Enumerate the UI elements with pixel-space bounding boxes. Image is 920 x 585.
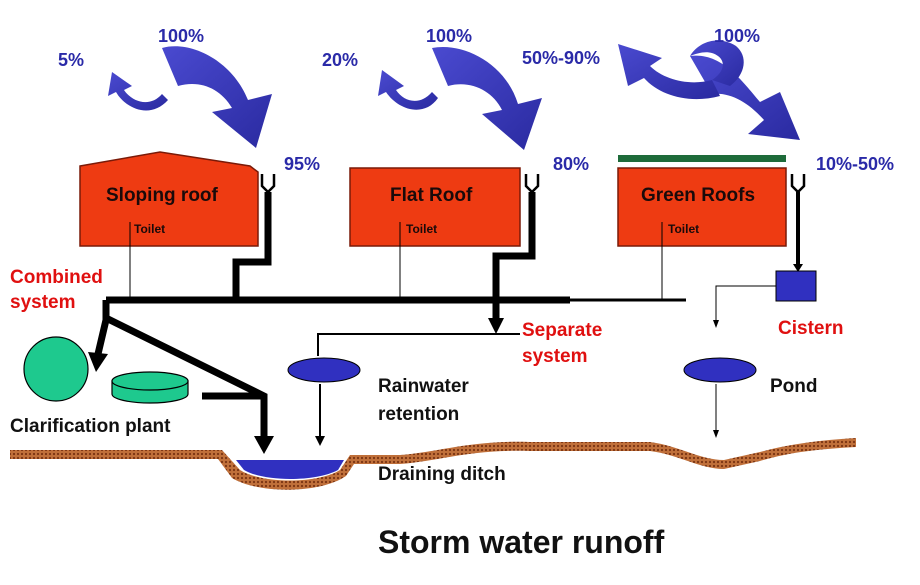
combined-system-label-line1: Combined [10,267,103,288]
green-evap-arrow [618,40,744,100]
clarification-tank-round [23,336,89,402]
flat-evap-arrow [378,70,438,110]
sloping-evap-arrow [108,72,168,111]
sloping-runoff-percent: 95% [284,154,320,174]
ground-surface [10,438,856,490]
toilet-label: Toilet [668,222,699,236]
sloping-rain-percent: 100% [158,26,204,46]
flat-roof-building: Flat Roof Toilet [349,167,521,247]
flat-evaporation-percent: 20% [322,50,358,70]
separate-system-label-line2: system [522,346,588,367]
green-roof-strip [618,155,786,162]
rainwater-retention-pond [287,357,361,383]
green-roof-building: Green Roofs Toilet [617,155,787,247]
ditch-water [236,460,344,479]
retention-outflow-arrowhead [315,436,325,446]
green-evaporation-percent: 50%-90% [522,48,600,68]
rainwater-retention-label-line1: Rainwater [378,376,469,397]
rainwater-retention-label-line2: retention [378,404,459,425]
flat-rain-percent: 100% [426,26,472,46]
flat-rain-arrow [432,46,542,151]
sloping-rain-arrow [162,46,272,149]
green-downpipe [790,174,806,272]
combined-sewer-main [88,222,686,454]
clarification-tank-cylinder [111,371,189,404]
separate-system-line [317,333,520,356]
pond-outflow-arrowhead [713,430,719,438]
sloping-roof-label: Sloping roof [106,185,219,206]
cistern-tank [775,270,817,302]
green-rain-percent: 100% [714,26,760,46]
green-roofs-label: Green Roofs [641,185,755,206]
flat-runoff-percent: 80% [553,154,589,174]
pond-label: Pond [770,376,818,397]
green-runoff-percent: 10%-50% [816,154,894,174]
sloping-evaporation-percent: 5% [58,50,84,70]
draining-ditch-label: Draining ditch [378,464,506,485]
separate-system-label-line1: Separate [522,320,602,341]
diagram-title: Storm water runoff [378,524,665,560]
toilet-label: Toilet [406,222,437,236]
sloping-downpipe [232,174,276,300]
combined-system-label-line2: system [10,292,76,313]
flat-roof-label: Flat Roof [390,185,473,206]
cistern-overflow-line [715,285,776,324]
clarification-plant-label: Clarification plant [10,416,171,437]
cistern-overflow-arrowhead [713,320,719,328]
flat-downpipe [488,174,540,334]
cistern-label: Cistern [778,318,843,339]
sloping-roof-building: Sloping roof Toilet [79,151,259,247]
toilet-label: Toilet [134,222,165,236]
pond [683,357,757,383]
